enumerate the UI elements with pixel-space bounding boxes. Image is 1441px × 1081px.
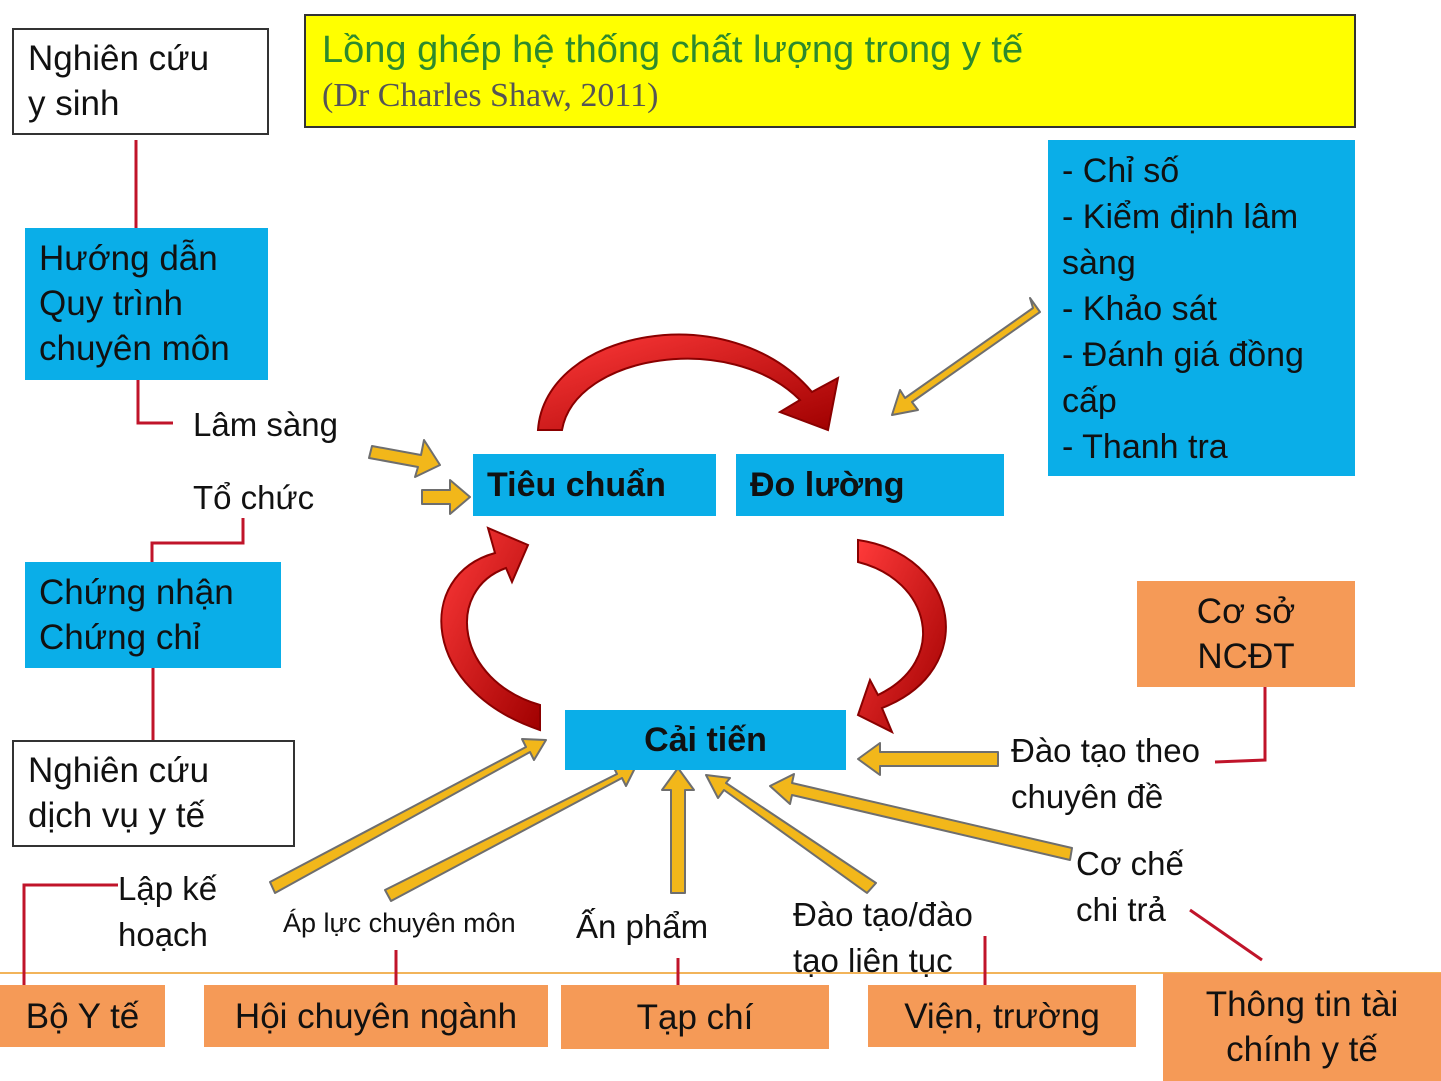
association-box: Hội chuyên ngành bbox=[204, 985, 548, 1047]
connector-guidelines-clinical bbox=[136, 380, 173, 425]
left-connectors bbox=[22, 140, 1267, 985]
measurement-box: Đo lường bbox=[736, 454, 1004, 516]
arrow-training bbox=[705, 774, 877, 894]
diagram-subtitle: (Dr Charles Shaw, 2011) bbox=[322, 77, 659, 114]
journal-box: Tạp chí bbox=[561, 985, 829, 1049]
payment-label: Cơ chế chi trả bbox=[1076, 845, 1184, 928]
research-service-box: Nghiên cứu dịch vụ y tế bbox=[12, 740, 295, 847]
research-center-box: Cơ sở NCĐT bbox=[1137, 581, 1355, 687]
arrow-payment bbox=[769, 773, 1073, 861]
improvement-box: Cải tiến bbox=[565, 710, 846, 770]
block-arrows bbox=[269, 297, 1073, 902]
arrow-pressure bbox=[384, 765, 637, 902]
clinical-label: Lâm sàng bbox=[193, 406, 338, 443]
arrow-measure-methods bbox=[891, 297, 1041, 416]
institute-box: Viện, trường bbox=[868, 985, 1136, 1047]
arrow-clinical bbox=[368, 439, 441, 478]
ministry-box: Bộ Y tế bbox=[0, 985, 165, 1047]
cycle-arrow-top bbox=[536, 333, 840, 432]
guidelines-box: Hướng dẫn Quy trình chuyên môn bbox=[25, 228, 268, 380]
arrow-organization bbox=[421, 479, 471, 515]
arrow-thematic-training bbox=[857, 742, 999, 776]
certification-box: Chứng nhận Chứng chỉ bbox=[25, 562, 281, 668]
connector-ministry-planning bbox=[22, 883, 118, 985]
connector-finance bbox=[1189, 908, 1263, 962]
cycle-arrow-left bbox=[440, 526, 541, 732]
connector-ncdt bbox=[1214, 670, 1267, 764]
thematic-training-label: Đào tạo theo chuyên đề bbox=[1011, 732, 1200, 815]
arrow-planning bbox=[269, 738, 547, 894]
publication-label: Ấn phẩm bbox=[576, 908, 709, 945]
cycle-arrow-right bbox=[856, 538, 947, 735]
diagram-title: Lồng ghép hệ thống chất lượng trong y tế bbox=[322, 29, 1024, 71]
research-bio-box: Nghiên cứu y sinh bbox=[12, 28, 269, 135]
training-label: Đào tạo/đào tạo liên tục bbox=[793, 896, 973, 979]
pressure-label: Áp lực chuyên môn bbox=[283, 908, 516, 938]
organization-label: Tổ chức bbox=[193, 479, 315, 516]
title-banner: Lồng ghép hệ thống chất lượng trong y tế… bbox=[304, 14, 1356, 128]
arrow-publication bbox=[661, 767, 695, 894]
cycle-arrows bbox=[440, 333, 947, 735]
measure-methods-box: - Chỉ số - Kiểm định lâm sàng - Khảo sát… bbox=[1048, 140, 1355, 476]
connector-org-certification bbox=[150, 518, 245, 562]
finance-box: Thông tin tài chính y tế bbox=[1163, 973, 1441, 1081]
standard-box: Tiêu chuẩn bbox=[473, 454, 716, 516]
planning-label: Lập kế hoạch bbox=[118, 870, 218, 953]
